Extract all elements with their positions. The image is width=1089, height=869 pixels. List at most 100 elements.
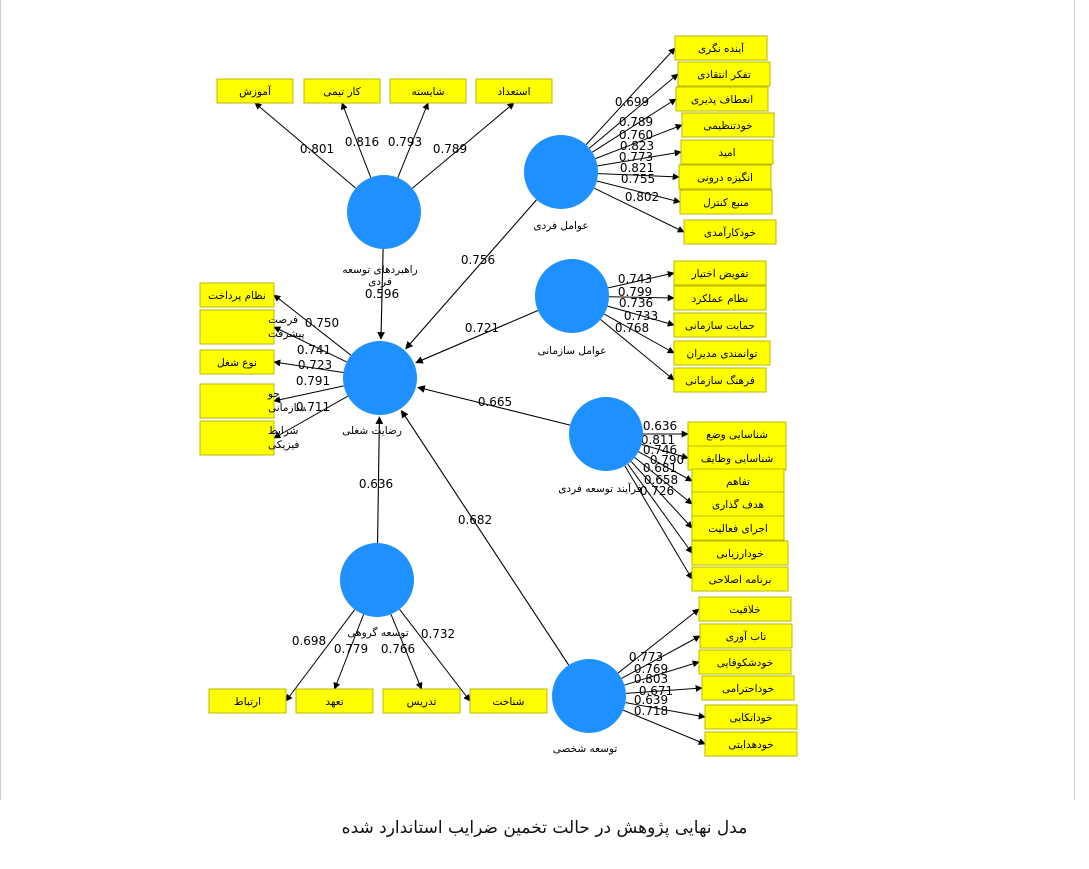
indicator-label: تدریس [407, 696, 437, 708]
indicator-box [673, 260, 767, 286]
loading-coefficient: 0.732 [421, 627, 455, 641]
loading-arrow [607, 305, 675, 327]
loading-arrow [285, 609, 356, 702]
indicator-box [389, 78, 467, 104]
structural-coefficient-farayand: 0.665 [478, 395, 512, 409]
indicator-box [701, 675, 795, 701]
loading-arrow [591, 98, 677, 153]
indicator-label: تفویض اختیار [691, 268, 749, 280]
loading-coefficient: 0.750 [305, 316, 339, 330]
loading-coefficient: 0.671 [639, 684, 673, 698]
construct-avamel_fardi [524, 135, 598, 209]
loading-coefficient: 0.718 [634, 704, 668, 718]
loading-arrow [607, 270, 675, 289]
indicator-label: ارتباط [234, 696, 261, 708]
indicator-box [199, 309, 275, 345]
loading-arrow [390, 614, 423, 690]
indicator-label: خودتنظیمی [703, 120, 752, 132]
path-lines [254, 47, 706, 745]
indicator-label: توانمندی مدیران [687, 348, 758, 360]
loading-coefficient: 0.639 [634, 693, 668, 707]
indicator-label: فرهنگ سازمانی [685, 374, 755, 387]
indicator-box [691, 540, 789, 566]
indicator-label: خوداتکایی [729, 712, 772, 724]
structural-coefficient-rahbord: 0.596 [365, 287, 399, 301]
loading-arrow [624, 465, 693, 580]
loading-coefficient: 0.790 [650, 453, 684, 467]
indicator-label: اجرای فعالیت [708, 523, 768, 535]
loading-coefficient: 0.793 [388, 135, 422, 149]
loading-arrow [625, 702, 706, 720]
indicator-box [691, 468, 785, 494]
indicator-box [678, 164, 772, 190]
indicator-box [199, 282, 275, 308]
indicator-label: خوداحترامی [722, 683, 774, 695]
indicator-label: تفکر انتقادی [697, 69, 751, 81]
structural-coefficient-avamel_sazmani: 0.721 [465, 321, 499, 335]
loading-coefficient: 0.816 [345, 135, 379, 149]
loading-arrow [333, 614, 365, 690]
loading-arrow [597, 173, 680, 181]
indicator-box [698, 596, 792, 622]
loading-arrow [273, 395, 349, 439]
indicator-label: برنامه اصلاحی [709, 574, 772, 586]
indicator-label: حمایت سازمانی [685, 320, 755, 332]
indicator-label: منبع کنترل [703, 197, 749, 209]
construct-rezayat [343, 341, 417, 415]
indicator-box [673, 340, 771, 366]
loading-arrow [273, 294, 352, 356]
loading-arrow [600, 319, 675, 381]
indicator-box [680, 139, 774, 165]
loading-arrow [399, 609, 471, 702]
structural-coefficient-avamel_fardi: 0.756 [461, 253, 495, 267]
indicator-label: استعداد [497, 86, 530, 98]
loading-arrow [595, 124, 683, 160]
structural-coefficient-tose_goruhi: 0.636 [359, 477, 393, 491]
indicator-box [673, 312, 767, 338]
loading-arrow [608, 294, 675, 302]
indicator-box [674, 35, 768, 61]
construct-label-tose_shakhsi: توسعه شخصی [553, 743, 618, 755]
loading-coefficient: 0.789 [619, 115, 653, 129]
indicator-label: خودهدایتی [728, 739, 773, 751]
indicator-box [691, 566, 789, 592]
indicator-box [679, 189, 773, 215]
indicator-box [199, 349, 275, 375]
indicator-label: تاب آوری [726, 630, 767, 643]
loading-arrow [638, 451, 693, 482]
indicator-label: امید [718, 147, 735, 159]
loading-coefficient: 0.766 [381, 642, 415, 656]
indicator-label: شایسته [411, 86, 444, 98]
loading-coefficient: 0.741 [297, 343, 331, 357]
structural-coefficient-tose_shakhsi: 0.682 [458, 513, 492, 527]
indicator-box [675, 86, 769, 112]
loading-coefficient: 0.760 [619, 128, 653, 142]
loading-coefficient: 0.791 [296, 374, 330, 388]
loading-arrow [604, 313, 675, 354]
indicator-box [673, 367, 767, 393]
indicator-label: انعطاف پذیری [691, 94, 753, 106]
loading-coefficient: 0.636 [643, 419, 677, 433]
indicator-box [475, 78, 553, 104]
indicator-label: نظام عملکرد [692, 293, 749, 305]
indicator-box [673, 285, 767, 311]
indicator-box [681, 112, 775, 138]
loading-arrow [585, 47, 676, 146]
loading-arrow [340, 102, 372, 178]
loading-coefficient: 0.699 [615, 95, 649, 109]
indicator-box [208, 688, 287, 714]
indicator-box [469, 688, 548, 714]
structural-path-tose_shakhsi [400, 409, 570, 666]
indicator-box [216, 78, 294, 104]
structural-path-tose_goruhi [375, 416, 384, 544]
loading-coefficient: 0.821 [620, 161, 654, 175]
figure-caption: مدل نهایی پژوهش در حالت تخمین ضرایب استا… [341, 818, 748, 838]
indicator-label: نوع شغل [217, 357, 257, 369]
construct-label-avamel_fardi: عوامل فردی [533, 220, 588, 232]
loading-coefficient: 0.736 [619, 296, 653, 310]
